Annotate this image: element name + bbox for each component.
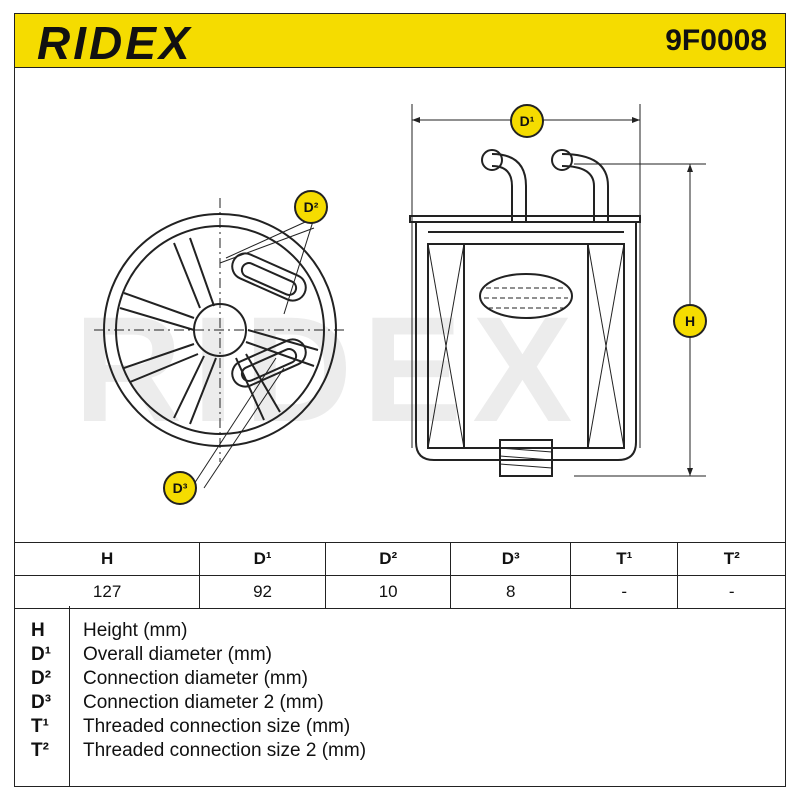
spec-header: T² xyxy=(677,542,786,576)
spec-value: - xyxy=(677,575,786,609)
legend-item: D² Connection diameter (mm) xyxy=(15,668,787,692)
legend-desc: Connection diameter (mm) xyxy=(83,668,308,689)
spec-value: 8 xyxy=(450,575,571,609)
label-badges xyxy=(163,104,707,505)
legend-item: T² Threaded connection size 2 (mm) xyxy=(15,740,787,764)
side-view xyxy=(409,104,706,477)
legend-desc: Height (mm) xyxy=(83,620,188,641)
brand-logo: RIDEX xyxy=(37,17,193,69)
technical-drawing: RIDEX xyxy=(14,68,786,542)
legend-desc: Threaded connection size 2 (mm) xyxy=(83,740,367,761)
legend-key: D² xyxy=(31,668,52,689)
spec-header: D³ xyxy=(450,542,571,576)
legend-divider xyxy=(69,606,70,787)
label-d1: D¹ xyxy=(520,113,535,129)
label-d3: D³ xyxy=(173,480,188,496)
legend-item: D³ Connection diameter 2 (mm) xyxy=(15,692,787,716)
spec-header: T¹ xyxy=(569,542,679,576)
legend-desc: Connection diameter 2 (mm) xyxy=(83,692,324,713)
spec-header-row: H D¹ D² D³ T¹ T² xyxy=(13,542,786,576)
top-view xyxy=(94,198,346,489)
legend-key: T¹ xyxy=(31,716,49,737)
legend-key: D³ xyxy=(31,692,52,713)
spec-header: D² xyxy=(324,542,452,576)
legend-key: D¹ xyxy=(31,644,52,665)
spec-value: 92 xyxy=(199,575,326,609)
spec-header: D¹ xyxy=(199,542,326,576)
legend-desc: Threaded connection size (mm) xyxy=(83,716,351,737)
header-bar: RIDEX 9F0008 xyxy=(14,13,786,69)
spec-value: 10 xyxy=(324,575,452,609)
spec-value: - xyxy=(569,575,679,609)
legend-item: T¹ Threaded connection size (mm) xyxy=(15,716,787,740)
spec-table: H D¹ D² D³ T¹ T² 127 92 10 8 - - xyxy=(13,542,786,609)
legend-item: D¹ Overall diameter (mm) xyxy=(15,644,787,668)
legend-key: T² xyxy=(31,740,49,761)
spec-value-row: 127 92 10 8 - - xyxy=(13,575,786,609)
legend-key: H xyxy=(31,620,45,641)
part-number: 9F0008 xyxy=(665,24,767,57)
legend-desc: Overall diameter (mm) xyxy=(83,644,272,665)
label-h: H xyxy=(685,313,695,329)
spec-header: H xyxy=(13,542,201,576)
spec-value: 127 xyxy=(13,575,201,609)
legend-item: H Height (mm) xyxy=(15,620,787,644)
legend-box: H Height (mm) D¹ Overall diameter (mm) D… xyxy=(14,606,786,787)
label-d2: D² xyxy=(304,199,319,215)
filter-diagram: D¹ D² D³ H xyxy=(94,104,707,505)
